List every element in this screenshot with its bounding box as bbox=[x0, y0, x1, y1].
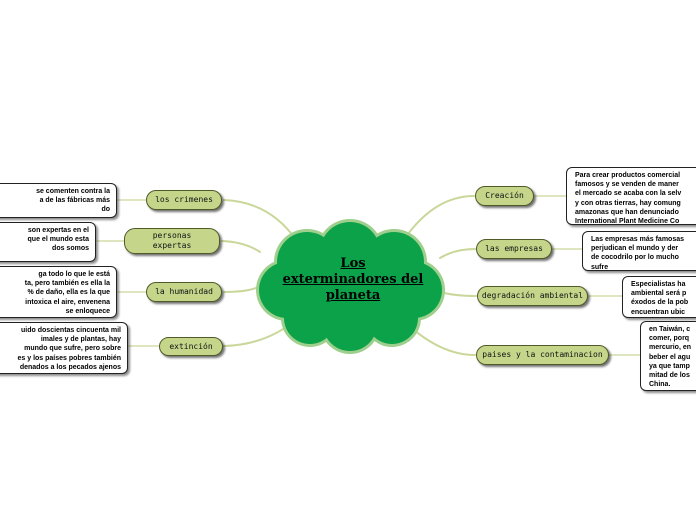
topic-personas-expertas[interactable]: personas expertas bbox=[124, 228, 220, 254]
note-la-humanidad: ga todo lo que le está ta, pero también … bbox=[0, 266, 117, 318]
note-las-empresas: Las empresas más famosas perjudican el m… bbox=[582, 231, 696, 271]
central-topic[interactable]: Los exterminadores del planeta bbox=[282, 256, 424, 303]
connector-personas-expertas bbox=[221, 240, 261, 253]
topic-la-humanidad[interactable]: la humanidad bbox=[146, 282, 222, 302]
note-paises-contaminacion: en Taiwán, c comer, porq mercurio, en be… bbox=[640, 321, 696, 391]
note-personas-expertas: son expertas en el que el mundo esta dos… bbox=[0, 222, 96, 262]
note-creacion: Para crear productos comercial famosos y… bbox=[566, 167, 696, 225]
topic-creacion[interactable]: Creación bbox=[475, 186, 534, 206]
connector-creacion bbox=[404, 195, 475, 239]
note-degradacion-ambiental: Especialistas ha ambiental será p éxodos… bbox=[622, 276, 696, 318]
connector-degradacion bbox=[439, 291, 477, 297]
topic-extincion[interactable]: extinción bbox=[159, 337, 223, 356]
central-topic-cloud[interactable] bbox=[256, 219, 445, 354]
topic-paises-contaminacion[interactable]: paises y la contaminacion bbox=[476, 345, 609, 365]
connector-la-humanidad bbox=[223, 287, 257, 293]
cloud-lobe bbox=[305, 240, 395, 330]
connector-los-crimenes bbox=[223, 199, 297, 241]
topic-los-crimenes[interactable]: los crimenes bbox=[146, 190, 222, 210]
note-los-crimenes: se comenten contra la a de las fábricas … bbox=[0, 183, 117, 218]
topic-las-empresas[interactable]: las empresas bbox=[476, 239, 552, 259]
connector-las-empresas bbox=[439, 248, 476, 259]
note-extincion: uido doscientas cincuenta mil imales y d… bbox=[0, 322, 128, 374]
topic-degradacion-ambiental[interactable]: degradación ambiental bbox=[477, 286, 588, 306]
